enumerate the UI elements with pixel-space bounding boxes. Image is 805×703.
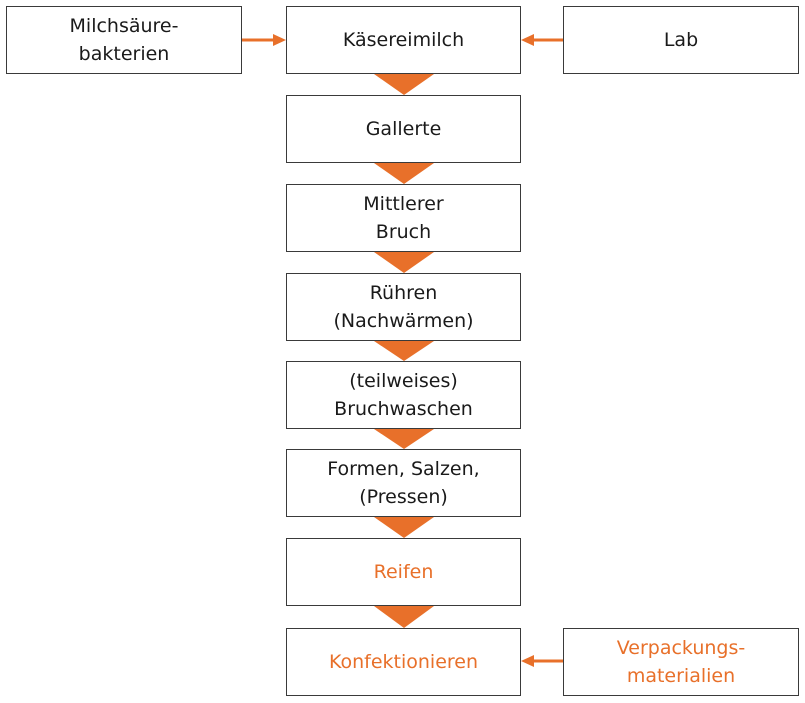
- down-arrow-6: [374, 517, 434, 538]
- arrow-bakterien-to-milch: [242, 34, 286, 46]
- down-arrow-3: [374, 252, 434, 273]
- down-arrow-4: [374, 341, 434, 361]
- down-arrow-7: [374, 606, 434, 628]
- input-lab: Lab: [563, 6, 799, 74]
- step-bruchwaschen-label: (teilweises) Bruchwaschen: [334, 370, 473, 420]
- step-konfektionieren-label: Konfektionieren: [328, 651, 479, 673]
- step-ruehren-label: Rühren (Nachwärmen): [333, 282, 474, 332]
- input-milchsaeurebakterien: Milchsäure- bakterien: [6, 6, 242, 74]
- down-arrow-2: [374, 163, 434, 184]
- step-gallerte: Gallerte: [286, 95, 521, 163]
- arrow-verpackung-to-konfektionieren: [521, 655, 563, 667]
- down-arrow-1: [374, 74, 434, 95]
- step-formen-salzen: Formen, Salzen, (Pressen): [286, 449, 521, 517]
- input-verpackungsmaterialien-label: Verpackungs- materialien: [616, 637, 746, 687]
- step-reifen-label: Reifen: [373, 561, 434, 583]
- input-lab-label: Lab: [663, 29, 699, 51]
- step-ruehren: Rühren (Nachwärmen): [286, 273, 521, 341]
- down-arrow-5: [374, 429, 434, 449]
- step-kaesereimilch: Käsereimilch: [286, 6, 521, 74]
- step-konfektionieren: Konfektionieren: [286, 628, 521, 696]
- step-kaesereimilch-label: Käsereimilch: [342, 29, 465, 51]
- step-bruchwaschen: (teilweises) Bruchwaschen: [286, 361, 521, 429]
- step-formen-salzen-label: Formen, Salzen, (Pressen): [327, 458, 480, 508]
- arrow-lab-to-milch: [521, 34, 563, 46]
- input-verpackungsmaterialien: Verpackungs- materialien: [563, 628, 799, 696]
- step-mittlerer-bruch-label: Mittlerer Bruch: [363, 193, 444, 243]
- step-gallerte-label: Gallerte: [365, 118, 442, 140]
- step-mittlerer-bruch: Mittlerer Bruch: [286, 184, 521, 252]
- step-reifen: Reifen: [286, 538, 521, 606]
- input-milchsaeurebakterien-label: Milchsäure- bakterien: [69, 15, 179, 65]
